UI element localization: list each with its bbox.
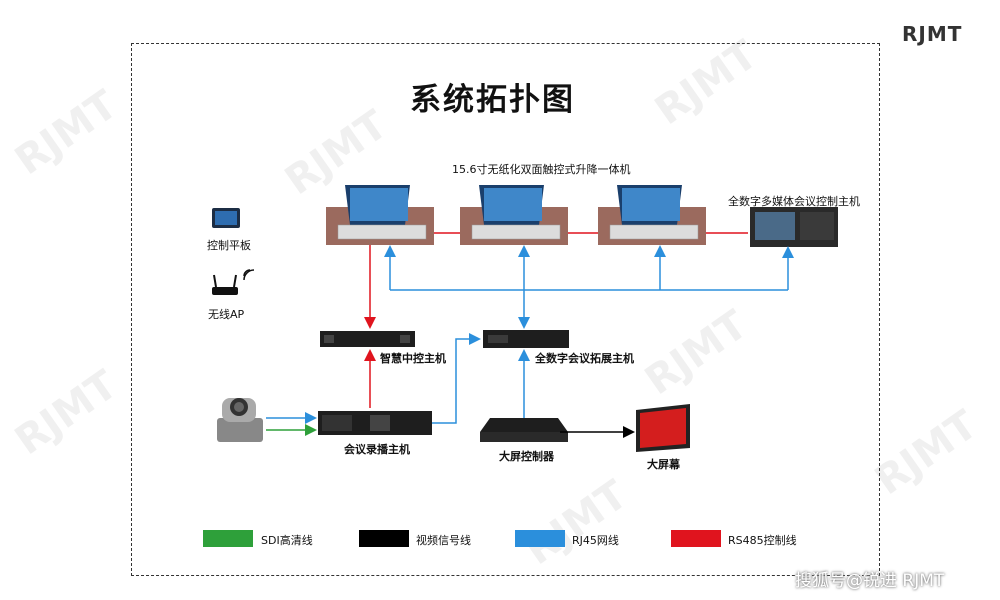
brand-logo: RJMT — [902, 22, 963, 46]
legend-swatch-video — [359, 530, 409, 547]
recorder-label: 会议录播主机 — [344, 443, 410, 456]
diagram-frame — [131, 43, 880, 576]
screen-controller-label: 大屏控制器 — [499, 450, 554, 463]
lift-terminal-3 — [598, 185, 706, 245]
legend-label-video: 视频信号线 — [416, 534, 471, 547]
page-title: 系统拓扑图 — [410, 82, 575, 118]
lift-terminals-label: 15.6寸无纸化双面触控式升降一体机 — [452, 163, 631, 176]
lift-terminal-1 — [326, 185, 434, 245]
central-control-device — [320, 331, 415, 347]
big-screen-label: 大屏幕 — [647, 458, 680, 471]
legend-label-rj45: RJ45网线 — [572, 534, 619, 547]
screen-controller-device — [480, 418, 568, 442]
expansion-host-device — [483, 330, 569, 348]
legend-label-rs485: RS485控制线 — [728, 534, 797, 547]
wifi-ap-icon — [212, 269, 255, 295]
media-host-device — [750, 207, 838, 247]
media-host-label: 全数字多媒体会议控制主机 — [728, 195, 860, 208]
lift-terminal-2 — [460, 185, 568, 245]
tablet-icon — [212, 208, 240, 228]
legend-label-sdi: SDI高清线 — [261, 534, 313, 547]
legend-swatch-sdi — [203, 530, 253, 547]
camera-icon — [217, 398, 263, 442]
recorder-device — [318, 411, 432, 435]
central-control-label: 智慧中控主机 — [380, 352, 446, 365]
source-credit: 搜狐号@锐进 RJMT — [795, 571, 945, 591]
legend-swatch-rj45 — [515, 530, 565, 547]
tablet-label: 控制平板 — [207, 239, 251, 252]
wifi-ap-label: 无线AP — [208, 308, 245, 321]
legend-swatch-rs485 — [671, 530, 721, 547]
expansion-host-label: 全数字会议拓展主机 — [535, 352, 634, 365]
big-screen-device — [636, 404, 690, 452]
